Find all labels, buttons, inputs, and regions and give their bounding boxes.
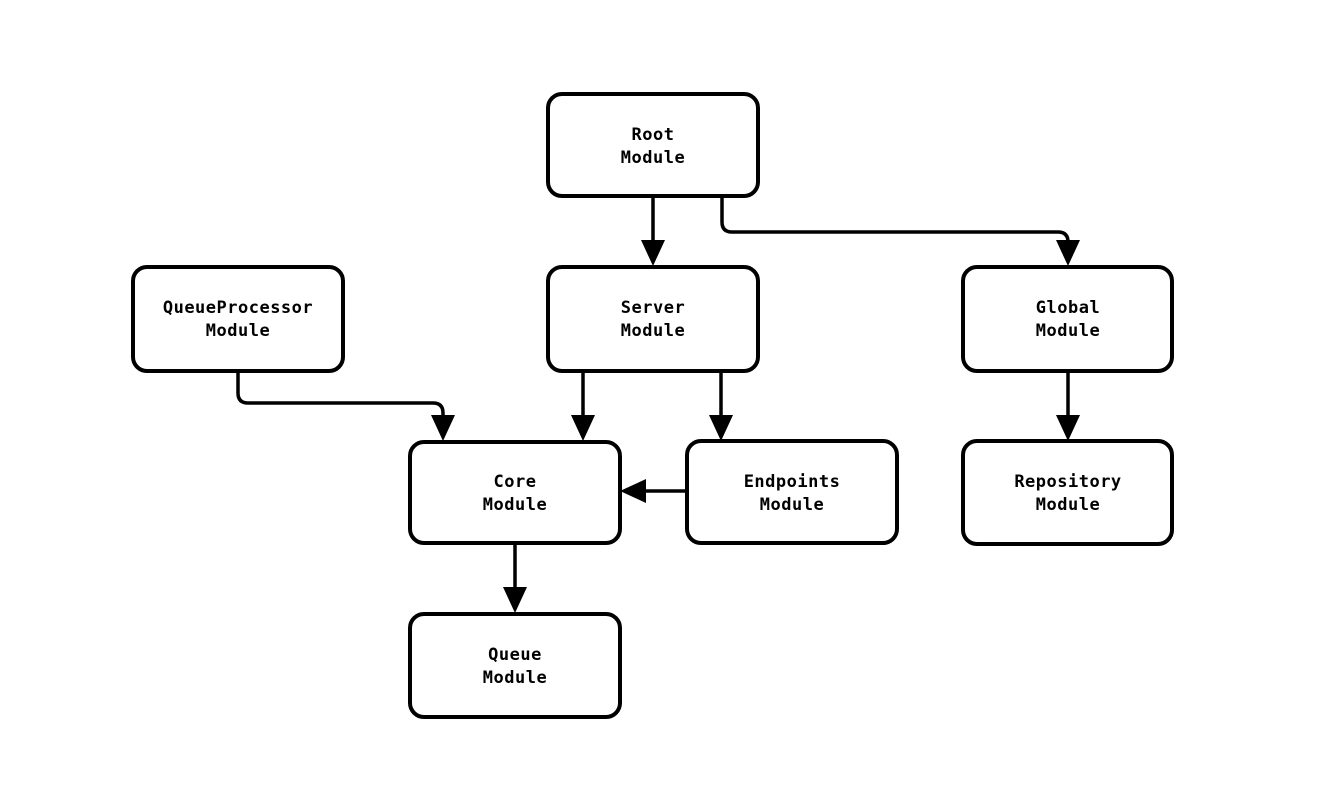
node-label-line2: Module: [621, 321, 685, 341]
arrowhead-icon: [641, 240, 665, 266]
node-label-line1: Repository: [1014, 472, 1121, 492]
edge-line: [720, 196, 1070, 252]
node-label-line1: Global: [1036, 298, 1100, 318]
node-box[interactable]: [408, 440, 622, 545]
node-label-line1: Core: [494, 472, 537, 492]
node-server-module[interactable]: Server Module: [546, 265, 760, 373]
edge-queueprocessor-to-core: [236, 371, 455, 441]
arrowhead-icon: [503, 587, 527, 613]
node-queue-module[interactable]: Queue Module: [408, 612, 622, 719]
edges-layer: [236, 196, 1080, 613]
node-box[interactable]: [961, 439, 1174, 546]
edge-server-to-endpoints: [709, 371, 733, 441]
node-root-module[interactable]: Root Module: [546, 92, 760, 198]
node-label-line2: Module: [1036, 321, 1100, 341]
node-box[interactable]: [546, 92, 760, 198]
node-label-line1: Root: [632, 125, 675, 145]
node-label-line1: QueueProcessor: [163, 298, 313, 318]
node-label-line2: Module: [483, 668, 547, 688]
node-label-line2: Module: [483, 495, 547, 515]
arrowhead-icon: [431, 415, 455, 441]
edge-root-to-server: [641, 196, 665, 266]
arrowhead-icon: [571, 415, 595, 441]
node-label-line2: Module: [621, 148, 685, 168]
edge-endpoints-to-core: [620, 479, 687, 503]
node-box[interactable]: [408, 612, 622, 719]
node-label-line1: Server: [621, 298, 685, 318]
edge-root-to-global: [720, 196, 1080, 266]
arrowhead-icon: [1056, 415, 1080, 441]
edge-server-to-core: [571, 371, 595, 441]
nodes-layer: Root Module QueueProcessor Module Server…: [131, 92, 1174, 719]
node-box[interactable]: [961, 265, 1174, 373]
edge-core-to-queue: [503, 543, 527, 613]
node-label-line1: Endpoints: [744, 472, 841, 492]
node-label-line2: Module: [760, 495, 824, 515]
node-endpoints-module[interactable]: Endpoints Module: [685, 439, 899, 545]
node-label-line1: Queue: [488, 645, 542, 665]
edge-global-to-repository: [1056, 371, 1080, 441]
arrowhead-icon: [1056, 240, 1080, 266]
node-box[interactable]: [546, 265, 760, 373]
node-global-module[interactable]: Global Module: [961, 265, 1174, 373]
node-core-module[interactable]: Core Module: [408, 440, 622, 545]
arrowhead-icon: [620, 479, 646, 503]
node-queueprocessor-module[interactable]: QueueProcessor Module: [131, 265, 345, 373]
edge-line: [236, 371, 445, 428]
node-label-line2: Module: [206, 321, 270, 341]
node-box[interactable]: [131, 265, 345, 373]
node-box[interactable]: [685, 439, 899, 545]
node-label-line2: Module: [1036, 495, 1100, 515]
node-repository-module[interactable]: Repository Module: [961, 439, 1174, 546]
arrowhead-icon: [709, 415, 733, 441]
